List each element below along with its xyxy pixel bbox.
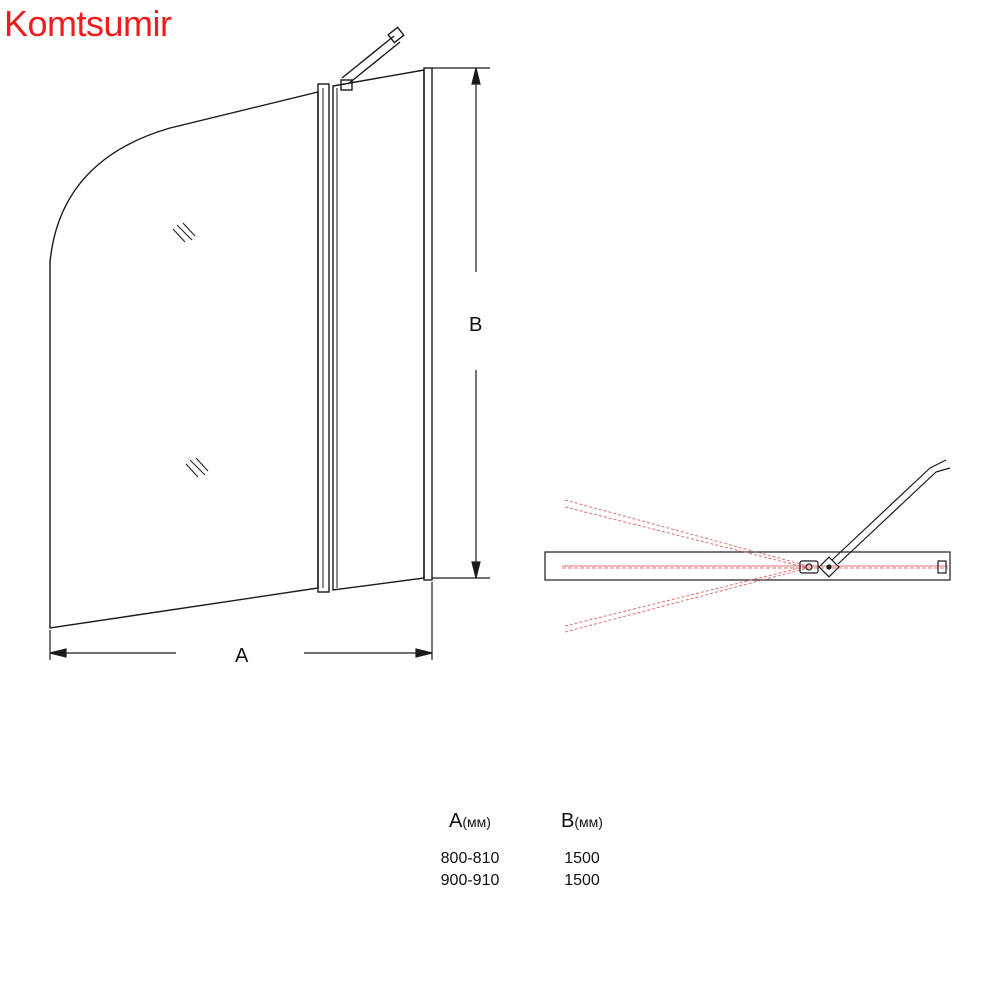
dimension-b-label: B (469, 314, 482, 336)
column-a-label: A (449, 810, 463, 832)
hinge-top-view (799, 560, 819, 574)
wall-profile-top-view (937, 560, 947, 574)
glass-reflection-mark-bottom (185, 457, 209, 478)
column-a-unit: (мм) (462, 814, 491, 830)
table-cell-b: 1500 (564, 872, 600, 889)
size-table-column-b: B(мм) 1500 1500 (532, 806, 632, 892)
swing-path (562, 499, 948, 633)
bath-rim-outline (544, 551, 951, 581)
brand-logo-text: Komtsumir (4, 3, 172, 44)
column-b-label: B (561, 810, 575, 832)
stabilizer-clamp-top-view (818, 556, 840, 578)
column-a-header: A(мм) (420, 806, 520, 836)
dimension-a-line (49, 582, 433, 660)
column-b-unit: (мм) (574, 814, 603, 830)
column-b-header: B(мм) (532, 806, 632, 836)
fixed-panel-outline (332, 69, 425, 591)
stabilizer-bar-top-view (831, 459, 951, 565)
glass-reflection-mark-top (172, 222, 196, 243)
dimension-a-label: A (235, 645, 249, 667)
table-cell-a: 900-910 (440, 872, 500, 889)
stabilizer-bar (340, 26, 405, 91)
dimension-b-line (432, 67, 490, 579)
wall-profile (423, 67, 433, 581)
table-cell-b: 1500 (564, 850, 600, 867)
size-table-column-a: A(мм) 800-810 900-910 (420, 806, 520, 892)
table-cell-a: 800-810 (440, 850, 500, 867)
glass-panel-outline (49, 91, 319, 629)
top-view-plan (544, 459, 951, 633)
hinge-profile-outer (317, 83, 330, 593)
